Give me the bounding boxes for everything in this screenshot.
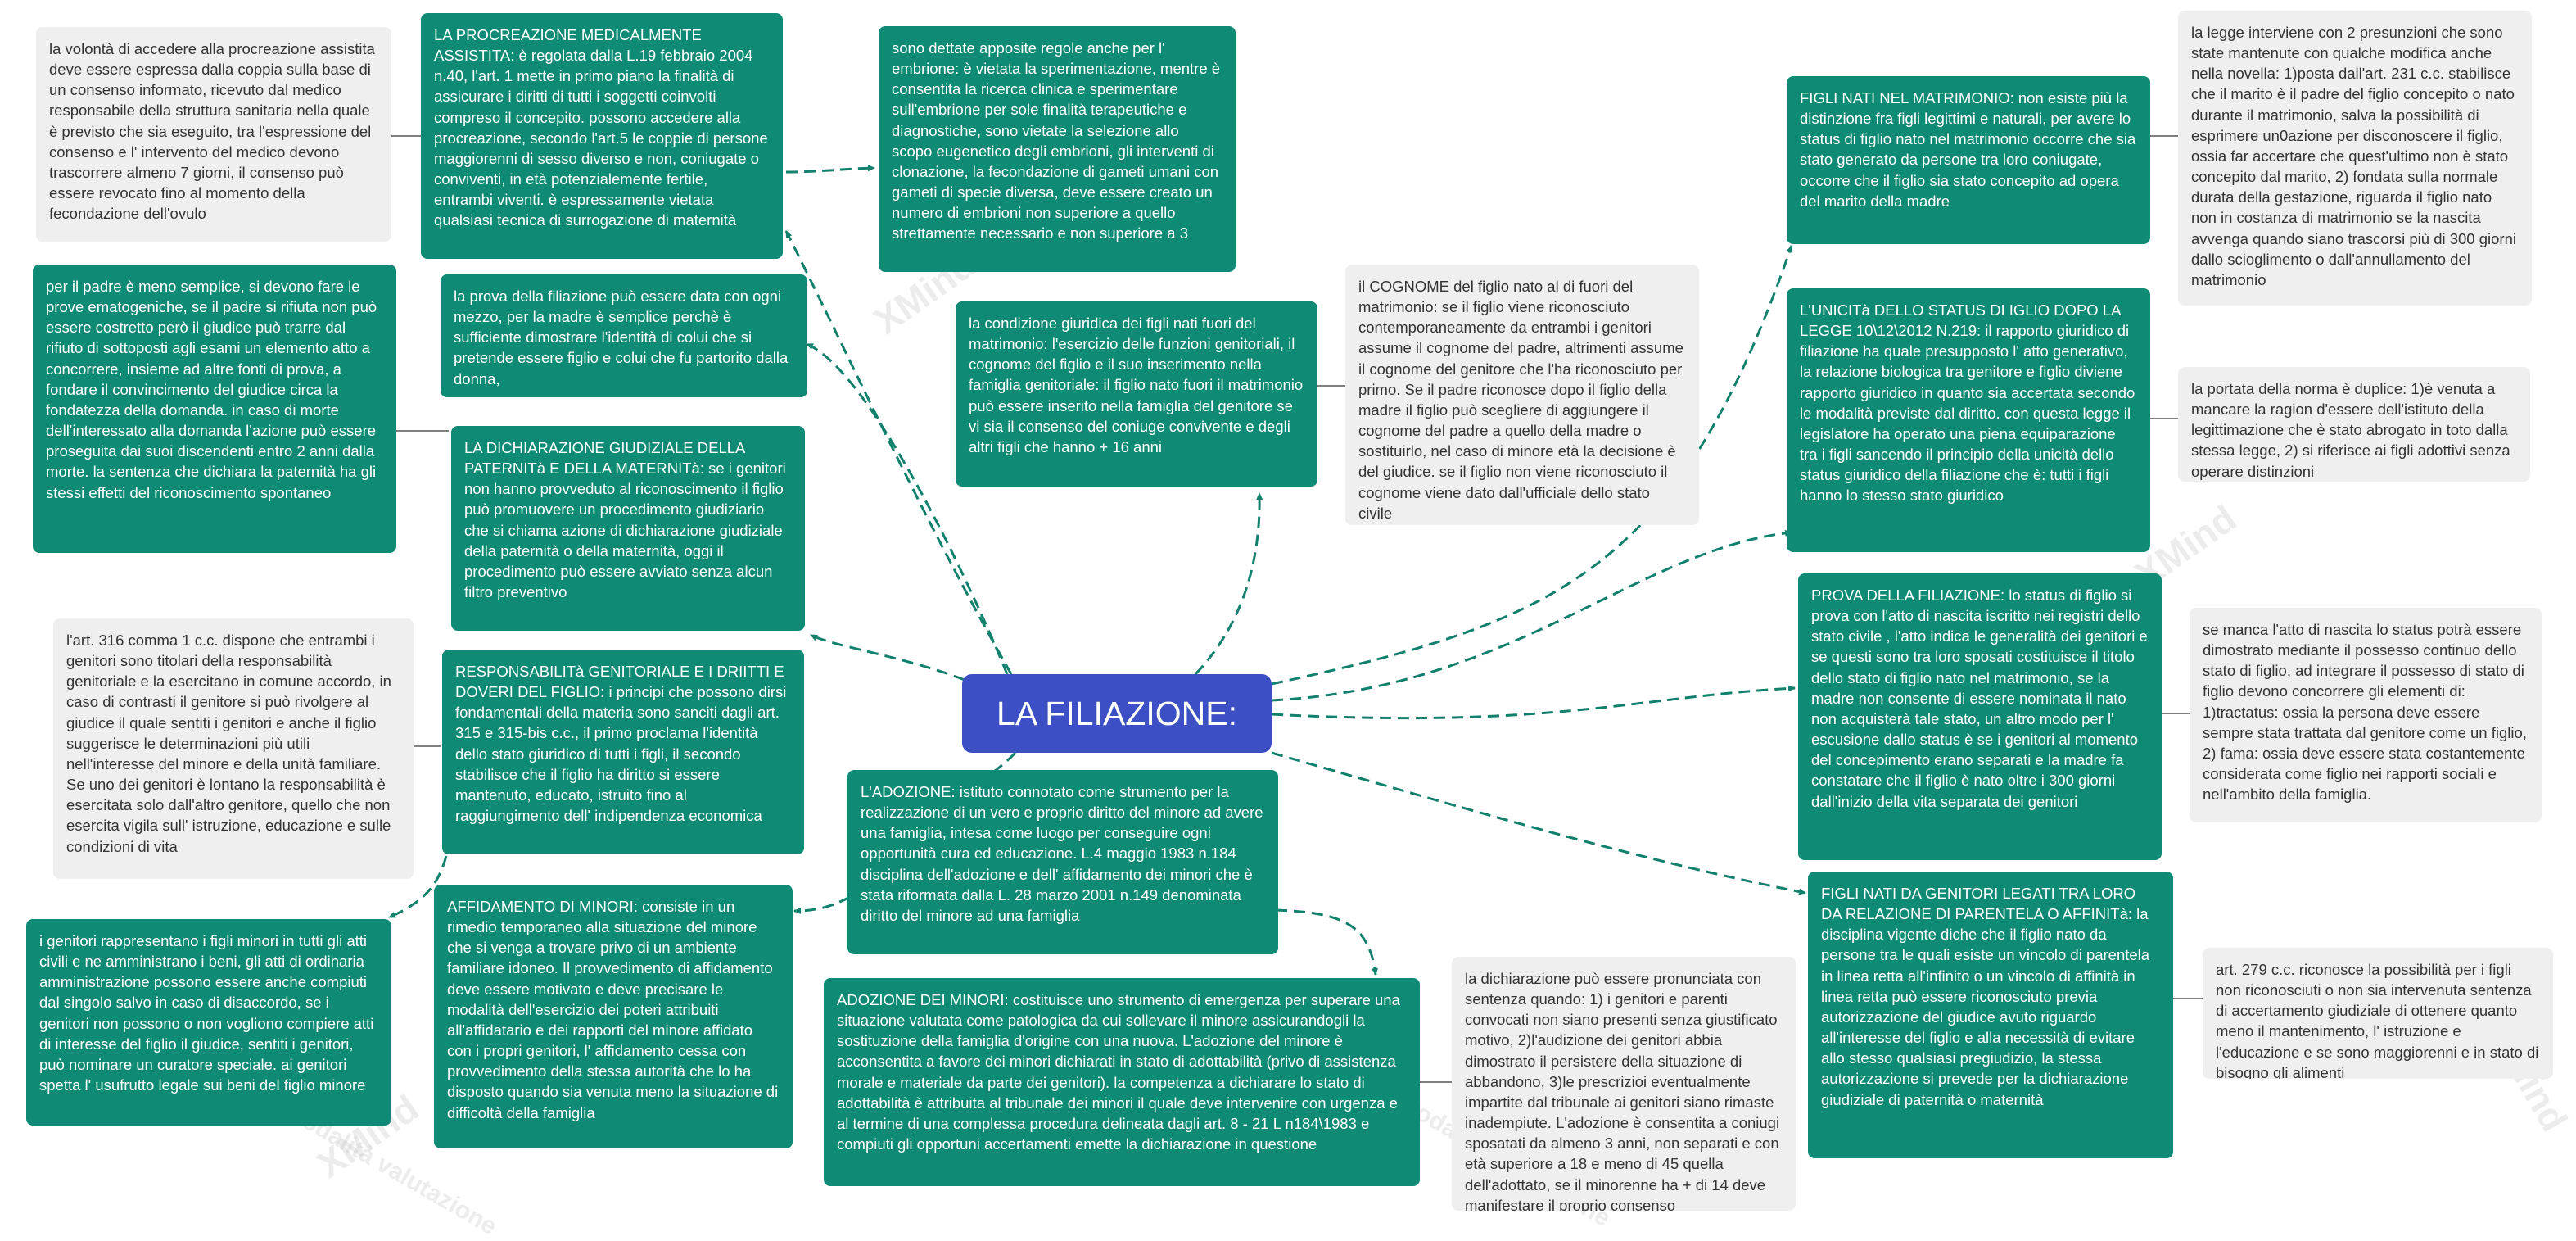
note-connector (1314, 385, 1347, 387)
link-responsabilita (810, 633, 965, 682)
topic-figli-nati-matrimonio[interactable]: FIGLI NATI NEL MATRIMONIO: non esiste pi… (1787, 76, 2150, 244)
note-presunzioni[interactable]: la legge interviene con 2 presunzioni ch… (2178, 11, 2532, 306)
note-connector (2172, 998, 2204, 999)
topic-prova-filiazione[interactable]: PROVA DELLA FILIAZIONE: lo status di fig… (1798, 573, 2162, 860)
note-connector (2160, 713, 2191, 714)
central-topic[interactable]: LA FILIAZIONE: (962, 674, 1272, 753)
note-portata-norma[interactable]: la portata della norma è duplice: 1)è ve… (2178, 367, 2530, 482)
topic-adozione[interactable]: L'ADOZIONE: istituto connotato come stru… (847, 770, 1278, 954)
note-connector (414, 745, 441, 747)
note-art-316[interactable]: l'art. 316 comma 1 c.c. dispone che entr… (53, 618, 414, 879)
link-matrimonio (1271, 245, 1793, 686)
note-consenso-informato[interactable]: la volontà di accedere alla procreazione… (36, 27, 391, 242)
note-connector (391, 430, 449, 432)
topic-condizione-giuridica[interactable]: la condizione giuridica dei figli nati f… (956, 301, 1317, 487)
note-dichiarazione-sentenza[interactable]: la dichiarazione può essere pronunciata … (1452, 957, 1796, 1211)
topic-procreazione-assistita[interactable]: LA PROCREAZIONE MEDICALMENTE ASSISTITA: … (421, 13, 783, 259)
topic-affidamento-minori[interactable]: AFFIDAMENTO DI MINORI: consiste in un ri… (434, 885, 793, 1148)
topic-embrione[interactable]: sono dettate apposite regole anche per l… (879, 26, 1236, 272)
note-connector (2147, 418, 2180, 419)
topic-prova-ogni-mezzo[interactable]: la prova della filiazione può essere dat… (441, 274, 807, 397)
topic-adozione-minori[interactable]: ADOZIONE DEI MINORI: costituisce uno str… (824, 978, 1420, 1186)
note-connector (2147, 135, 2180, 137)
topic-figli-parentela[interactable]: FIGLI NATI DA GENITORI LEGATI TRA LORO D… (1808, 872, 2173, 1158)
link-affidamento (793, 895, 851, 914)
topic-responsabilita-genitoriale[interactable]: RESPONSABILITà GENITORIALE E I DRIITTI E… (442, 650, 804, 854)
link-art316 (388, 855, 448, 919)
link-condizione (1194, 492, 1263, 676)
topic-genitori-rappresentano[interactable]: i genitori rappresentano i figli minori … (26, 919, 391, 1126)
central-topic-label: LA FILIAZIONE: (997, 694, 1237, 732)
note-atto-nascita[interactable]: se manca l'atto di nascita lo status pot… (2190, 608, 2542, 822)
link-embrione (785, 165, 875, 174)
topic-padre-prove[interactable]: per il padre è meno semplice, si devono … (33, 265, 396, 553)
note-connector (1418, 1081, 1453, 1083)
topic-unicita-status[interactable]: L'UNICITà DELLO STATUS DI IGLIO DOPO LA … (1787, 288, 2150, 552)
topic-dichiarazione-giudiziale[interactable]: LA DICHIARAZIONE GIUDIZIALE DELLA PATERN… (451, 426, 805, 631)
note-cognome[interactable]: il COGNOME del figlio nato al di fuori d… (1345, 265, 1699, 525)
link-prova-filiazione (1271, 685, 1796, 720)
note-connector (391, 135, 423, 137)
link-unicita (1271, 529, 1792, 702)
link-parentela (1271, 751, 1806, 895)
note-art-279[interactable]: art. 279 c.c. riconosce la possibilità p… (2203, 948, 2553, 1079)
